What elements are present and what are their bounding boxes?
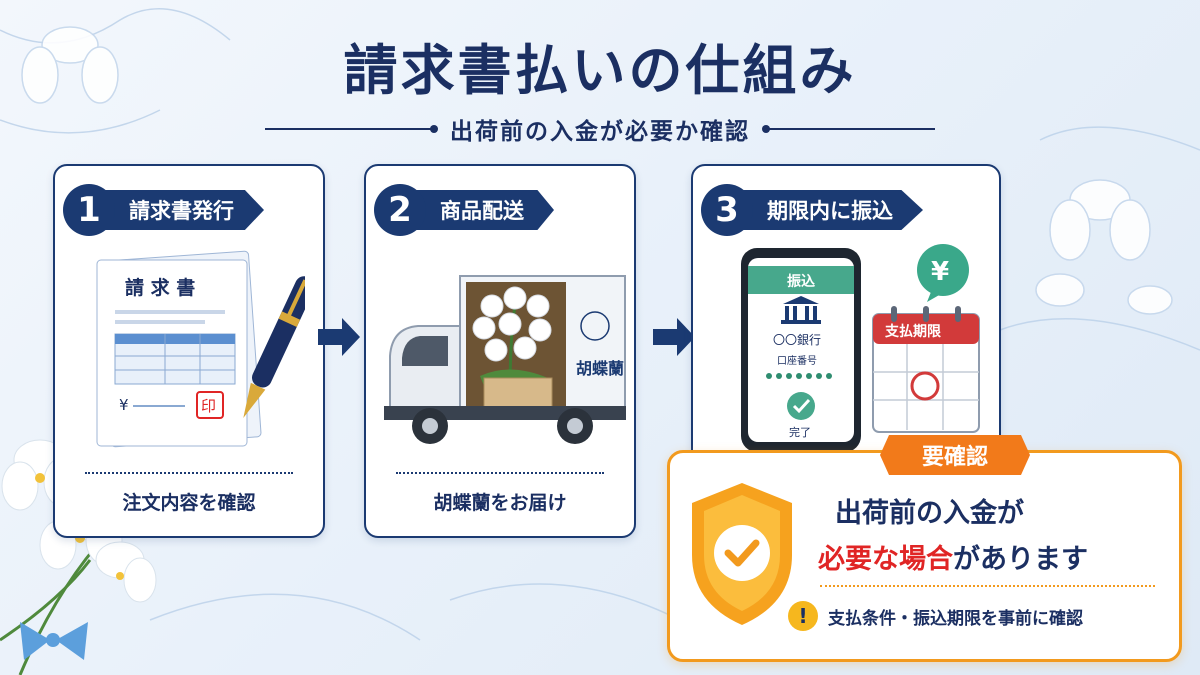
exclamation-icon: !	[788, 601, 818, 631]
callout-divider	[820, 585, 1155, 587]
bank-icon	[781, 296, 821, 324]
step-header: 1 請求書発行	[63, 184, 264, 236]
shield-check-icon	[692, 483, 792, 625]
truck-text: 胡蝶蘭	[576, 359, 624, 378]
callout-note: ! 支払条件・振込期限を事前に確認	[788, 601, 1083, 631]
step-number: 1	[63, 184, 115, 236]
step-number: 2	[374, 184, 426, 236]
calendar-icon: 支払期限	[872, 306, 980, 433]
arrow-right-icon	[653, 318, 695, 356]
step-label: 期限内に振込	[743, 190, 923, 230]
bank-name: 〇〇銀行	[773, 333, 821, 347]
phone-icon: 振込 〇〇銀行 口座番号 完了	[741, 248, 861, 452]
step-label: 商品配送	[416, 190, 554, 230]
truck-icon: 胡蝶蘭	[384, 275, 626, 444]
callout-line-2: 必要な場合があります	[818, 537, 1088, 576]
invoice-seal: 印	[201, 397, 216, 415]
page-subtitle: 出荷前の入金が必要か確認	[450, 119, 750, 145]
confirmation-callout: 要確認 出荷前の入金が 必要な場合があります ! 支払条件・振込期限を事前に確認	[667, 435, 1182, 662]
step-card-delivery: 2 商品配送 胡蝶蘭 胡蝶蘭をお届け	[364, 164, 636, 538]
fountain-pen-icon	[243, 276, 305, 418]
callout-note-text: 支払条件・振込期限を事前に確認	[828, 608, 1083, 629]
invoice-yen: ¥	[119, 396, 129, 414]
callout-tag: 要確認	[880, 435, 1030, 475]
arrow-right-icon	[318, 318, 360, 356]
yen-bubble-text: ¥	[931, 257, 949, 287]
phone-header: 振込	[787, 273, 815, 290]
subtitle-divider-left	[265, 125, 438, 133]
callout-line-2-rest: があります	[953, 544, 1088, 575]
done-label: 完了	[789, 425, 811, 439]
orchid-icon	[472, 286, 553, 411]
check-icon	[787, 392, 815, 420]
invoice-title: 請 求 書	[125, 276, 195, 299]
yen-icon: ¥	[917, 244, 969, 302]
subtitle-divider-right	[762, 125, 935, 133]
callout-highlight: 必要な場合	[818, 544, 953, 575]
step-label: 請求書発行	[105, 190, 264, 230]
callout-line-1: 出荷前の入金が	[835, 498, 1024, 529]
step-header: 3 期限内に振込	[701, 184, 923, 236]
invoice-icon: 請 求 書 ¥ 印	[96, 250, 305, 448]
page-title: 請求書払いの仕組み	[343, 39, 857, 102]
step-card-invoice: 1 請求書発行 請 求 書 ¥ 印 注文内容を確認	[53, 164, 325, 538]
account-label: 口座番号	[777, 354, 817, 367]
step-caption: 胡蝶蘭をお届け	[396, 472, 604, 515]
calendar-title: 支払期限	[884, 323, 941, 340]
step-header: 2 商品配送	[374, 184, 554, 236]
step-number: 3	[701, 184, 753, 236]
step-caption: 注文内容を確認	[85, 472, 293, 515]
subtitle-row: 出荷前の入金が必要か確認	[265, 112, 935, 146]
